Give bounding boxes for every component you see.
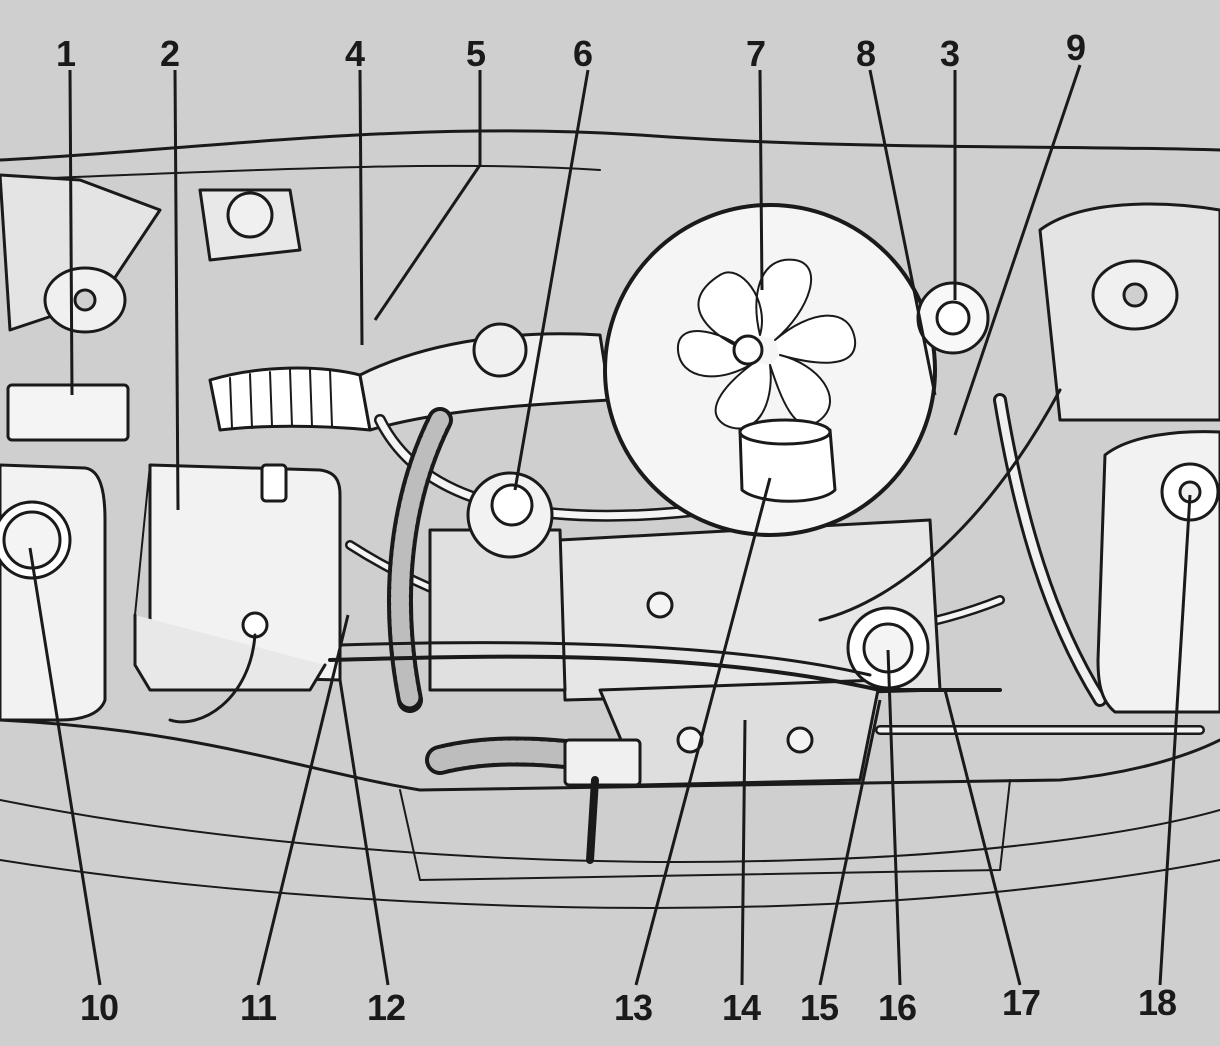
callout-16: 16 <box>878 987 917 1028</box>
radiator-panel <box>399 779 1011 881</box>
callout-5: 5 <box>466 33 486 74</box>
callout-6: 6 <box>573 33 593 74</box>
callout-1: 1 <box>56 33 76 74</box>
callout-15: 15 <box>800 987 839 1028</box>
callout-3: 3 <box>940 33 960 74</box>
leader-10 <box>28 547 102 986</box>
air-cleaner-wingnut <box>732 334 764 366</box>
leader-9 <box>953 64 1082 436</box>
callout-8: 8 <box>856 33 876 74</box>
right-strut-nut <box>1122 282 1148 308</box>
leader-16 <box>886 649 902 986</box>
callout-18: 18 <box>1138 982 1177 1023</box>
callout-10: 10 <box>80 987 119 1028</box>
leader-17 <box>943 689 1022 986</box>
battery-top-edge <box>134 464 151 616</box>
leader-15 <box>818 699 882 986</box>
battery-terminal-cap <box>260 463 288 503</box>
bulkhead-lower <box>0 164 601 181</box>
battery-earth-bolt <box>241 611 269 639</box>
leader-1 <box>68 69 74 396</box>
leader-7 <box>758 69 764 291</box>
cam-cover-plug <box>646 591 674 619</box>
leader-12 <box>338 679 390 986</box>
leader-13 <box>634 477 772 986</box>
callout-9: 9 <box>1066 27 1086 68</box>
left-strut-nut <box>73 288 97 312</box>
callout-17: 17 <box>1002 982 1041 1023</box>
battery-case <box>148 463 342 682</box>
leader-14 <box>740 719 747 986</box>
leader-6 <box>513 69 590 491</box>
leader-11 <box>256 614 350 986</box>
bumper-panel-bottom <box>0 859 1220 909</box>
battery-earth-cable <box>168 633 257 724</box>
callout-11: 11 <box>240 987 277 1028</box>
battery-lower-panel <box>133 613 327 692</box>
bonnet-lock <box>563 738 642 787</box>
oil-filter <box>738 428 837 503</box>
callout-13: 13 <box>614 987 653 1028</box>
exhaust-manifold <box>598 678 882 787</box>
callout-7: 7 <box>746 33 766 74</box>
leader-18 <box>1158 494 1192 986</box>
fuel-pump <box>472 322 528 378</box>
leader-5b <box>373 164 482 321</box>
leader-2 <box>173 69 180 511</box>
callout-leader-lines <box>28 64 1192 986</box>
ht-leads <box>328 654 1002 692</box>
callout-14: 14 <box>722 987 761 1028</box>
bulkhead-outline <box>0 129 1220 162</box>
bumper-panel-top <box>0 799 1220 863</box>
control-unit-box <box>6 383 130 442</box>
throttle-cable <box>818 388 1062 622</box>
front-crossmember <box>0 718 1220 792</box>
leader-8 <box>868 69 937 396</box>
wiring-loom-right <box>993 393 1107 707</box>
left-wing-panel <box>0 173 162 332</box>
leader-4 <box>358 69 364 346</box>
callout-12: 12 <box>367 987 406 1028</box>
brake-servo <box>226 191 274 239</box>
air-cleaner-petals <box>676 258 857 430</box>
callout-2: 2 <box>160 33 180 74</box>
callout-4: 4 <box>345 33 365 74</box>
